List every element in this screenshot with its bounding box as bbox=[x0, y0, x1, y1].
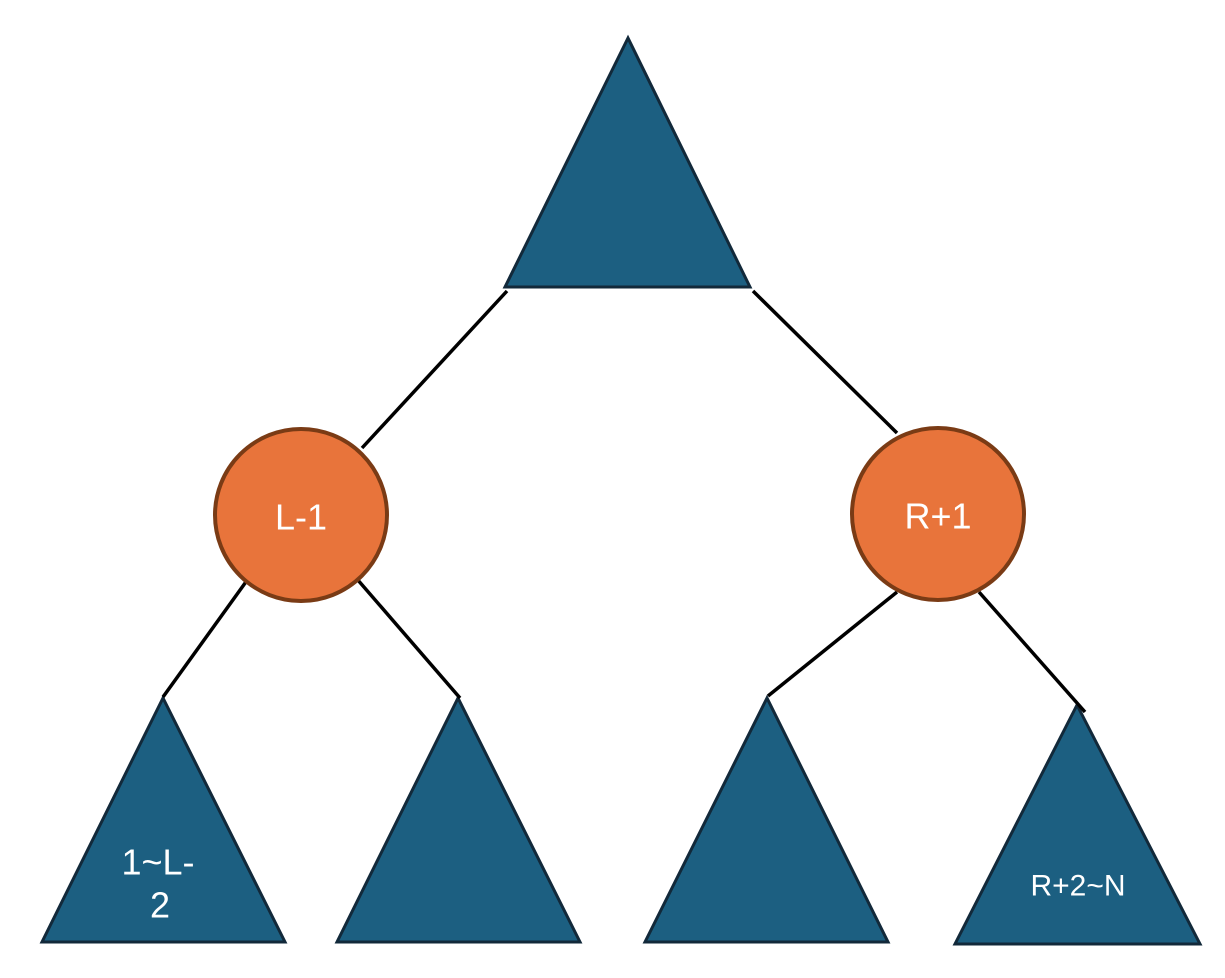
right-circle-label: R+1 bbox=[904, 496, 971, 537]
left-circle-node bbox=[213, 427, 389, 603]
edge-left-circle-to-leaf-mid-left bbox=[355, 577, 462, 700]
leaf-triangle-mid-left bbox=[334, 694, 583, 944]
leaf-far-left-label-line2: 2 bbox=[150, 885, 170, 926]
edge-right-circle-to-leaf-mid-right bbox=[766, 590, 899, 698]
leaf-triangle-far-right bbox=[952, 701, 1203, 946]
leaf-far-left-label: 1~L- 2 bbox=[121, 829, 204, 926]
leaf-far-left-label-line1: 1~L- bbox=[121, 842, 194, 883]
edge-right-circle-to-leaf-far-right bbox=[977, 590, 1087, 714]
right-circle-node bbox=[850, 426, 1026, 602]
leaf-far-right-label: R+2~N bbox=[1030, 870, 1125, 903]
edge-root-to-right-circle bbox=[751, 289, 899, 435]
left-circle-label: L-1 bbox=[275, 497, 327, 538]
edge-root-to-left-circle bbox=[360, 289, 509, 450]
edge-left-circle-to-leaf-far-left bbox=[161, 577, 250, 699]
root-triangle bbox=[502, 34, 753, 289]
leaf-triangle-mid-right bbox=[642, 694, 891, 944]
leaf-triangle-far-left bbox=[39, 694, 288, 944]
